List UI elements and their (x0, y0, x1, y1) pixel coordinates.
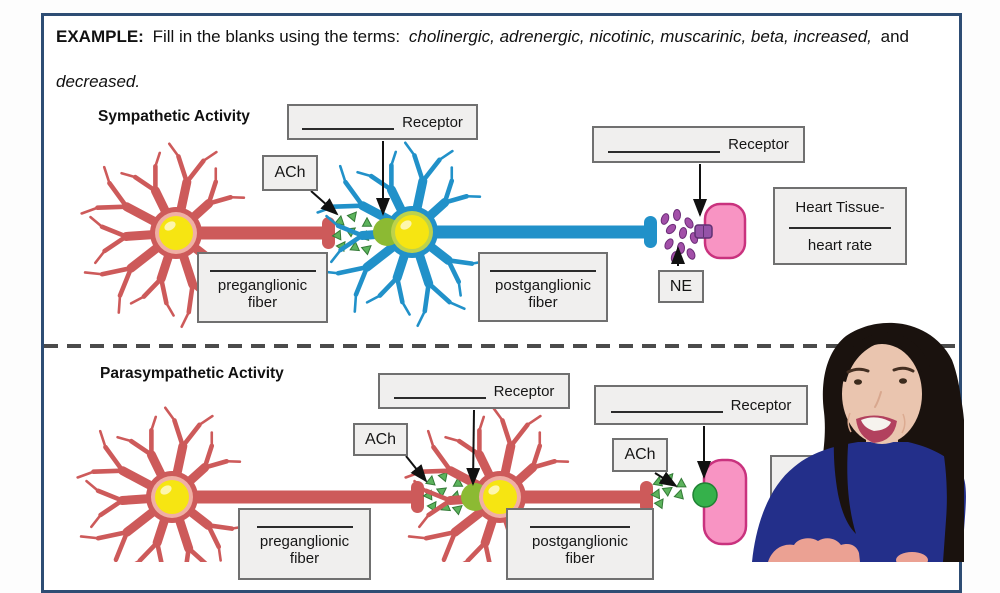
presenter-figure (752, 323, 966, 562)
presenter-video-overlay (0, 0, 1000, 562)
